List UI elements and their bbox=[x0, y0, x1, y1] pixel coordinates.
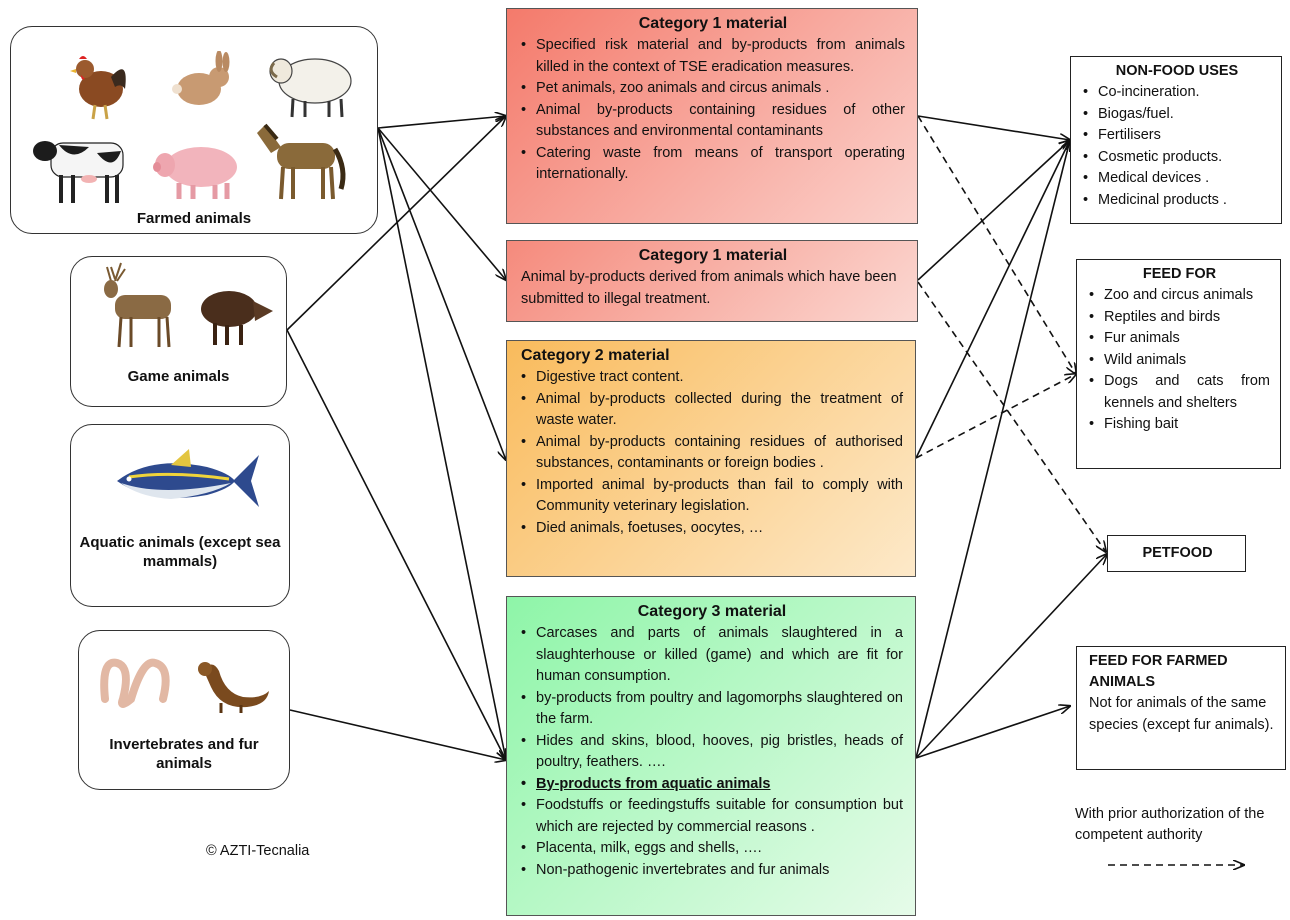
category-1-box-b: Category 1 material Animal by-products d… bbox=[506, 240, 918, 322]
arrow-invert-cat3 bbox=[289, 709, 506, 760]
category-1-list-a: Specified risk material and by-products … bbox=[521, 35, 905, 186]
list-item: Animal by-products collected during the … bbox=[521, 389, 903, 432]
aquatic-animals-label: Aquatic animals (except sea mammals) bbox=[79, 534, 281, 570]
category-1-text-b: Animal by-products derived from animals … bbox=[521, 269, 897, 307]
deer-icon bbox=[104, 262, 171, 348]
list-item: Biogas/fuel. bbox=[1083, 104, 1271, 126]
list-item: Digestive tract content. bbox=[521, 367, 903, 389]
category-1-title-b: Category 1 material bbox=[638, 247, 788, 264]
arrow-farmed-cat1b bbox=[377, 127, 506, 280]
legend-text: With prior authorization of the competen… bbox=[1075, 806, 1265, 843]
arrow-game-cat3 bbox=[286, 329, 506, 760]
category-3-title: Category 3 material bbox=[637, 603, 787, 620]
invertebrates-fur-box: Invertebrates and fur animals bbox=[78, 630, 290, 790]
list-item: Fishing bait bbox=[1089, 414, 1270, 436]
list-item: by-products from poultry and lagomorphs … bbox=[521, 688, 903, 731]
non-food-uses-title: NON-FOOD USES bbox=[1115, 63, 1239, 79]
feed-farmed-animals-title: FEED FOR FARMED ANIMALS bbox=[1089, 653, 1228, 690]
dashed-cat2-feedfor bbox=[915, 374, 1076, 459]
non-food-uses-box: NON-FOOD USES Co-incineration. Biogas/fu… bbox=[1070, 56, 1282, 224]
feed-for-list: Zoo and circus animals Reptiles and bird… bbox=[1089, 285, 1270, 436]
pig-icon bbox=[153, 147, 237, 199]
list-item: Pet animals, zoo animals and circus anim… bbox=[521, 78, 905, 100]
arrow-game-cat1a bbox=[286, 116, 506, 331]
list-item: Co-incineration. bbox=[1083, 82, 1271, 104]
dashed-cat1a-feedfor bbox=[917, 115, 1076, 374]
chicken-icon bbox=[70, 56, 126, 120]
invertebrates-fur-label: Invertebrates and fur animals bbox=[109, 736, 259, 772]
feed-for-box: FEED FOR Zoo and circus animals Reptiles… bbox=[1076, 259, 1281, 469]
category-1-title-a: Category 1 material bbox=[638, 15, 788, 32]
feed-farmed-animals-box: FEED FOR FARMED ANIMALS Not for animals … bbox=[1076, 646, 1286, 770]
list-item: Zoo and circus animals bbox=[1089, 285, 1270, 307]
boar-icon bbox=[201, 291, 273, 345]
arrow-cat1b-nonfood bbox=[917, 140, 1070, 281]
copyright-text: © AZTI-Tecnalia bbox=[206, 843, 310, 859]
list-item: Medicinal products . bbox=[1083, 190, 1271, 212]
category-3-box: Category 3 material Carcases and parts o… bbox=[506, 596, 916, 916]
arrow-farmed-cat2 bbox=[377, 127, 506, 460]
list-item: Fertilisers bbox=[1083, 125, 1271, 147]
list-item: Specified risk material and by-products … bbox=[521, 35, 905, 78]
aquatic-animals-box: Aquatic animals (except sea mammals) bbox=[70, 424, 290, 607]
list-item: Catering waste from means of transport o… bbox=[521, 143, 905, 186]
list-item: Imported animal by-products than fail to… bbox=[521, 475, 903, 518]
arrow-farmed-cat1a bbox=[377, 116, 506, 129]
tuna-icon bbox=[117, 449, 259, 507]
category-1-box-a: Category 1 material Specified risk mater… bbox=[506, 8, 918, 224]
arrow-cat3-petfood bbox=[915, 554, 1107, 759]
feed-farmed-animals-text: Not for animals of the same species (exc… bbox=[1089, 695, 1274, 733]
arrow-cat2-nonfood bbox=[915, 140, 1070, 459]
list-item: Died animals, foetuses, oocytes, … bbox=[521, 518, 903, 540]
cow-icon bbox=[33, 141, 124, 203]
list-item: Wild animals bbox=[1089, 350, 1270, 372]
arrow-cat3-nonfood bbox=[915, 140, 1070, 759]
list-item: Non-pathogenic invertebrates and fur ani… bbox=[521, 860, 903, 882]
game-animals-box: Game animals bbox=[70, 256, 287, 407]
category-3-list: Carcases and parts of animals slaughtere… bbox=[521, 623, 903, 881]
list-item: Carcases and parts of animals slaughtere… bbox=[521, 623, 903, 688]
horse-icon bbox=[257, 123, 346, 200]
rabbit-icon bbox=[172, 51, 230, 105]
list-item: Foodstuffs or feedingstuffs suitable for… bbox=[521, 795, 903, 838]
dashed-cat1b-petfood bbox=[917, 281, 1106, 552]
list-item: Dogs and cats from kennels and shelters bbox=[1089, 371, 1270, 414]
worm-icon bbox=[100, 658, 170, 708]
list-item-aquatic-by-products: By-products from aquatic animals bbox=[521, 774, 903, 796]
category-2-list: Digestive tract content. Animal by-produ… bbox=[521, 367, 903, 539]
petfood-box: PETFOOD bbox=[1107, 535, 1246, 572]
weasel-icon bbox=[198, 662, 269, 713]
category-2-box: Category 2 material Digestive tract cont… bbox=[506, 340, 916, 577]
petfood-title: PETFOOD bbox=[1142, 545, 1213, 561]
list-item: Fur animals bbox=[1089, 328, 1270, 350]
game-animals-label: Game animals bbox=[127, 368, 230, 385]
list-item: Medical devices . bbox=[1083, 168, 1271, 190]
list-item: Hides and skins, blood, hooves, pig bris… bbox=[521, 731, 903, 774]
list-item: Animal by-products containing residues o… bbox=[521, 432, 903, 475]
feed-for-title: FEED FOR bbox=[1142, 266, 1217, 282]
arrow-farmed-cat3 bbox=[377, 127, 506, 760]
non-food-uses-list: Co-incineration. Biogas/fuel. Fertiliser… bbox=[1083, 82, 1271, 211]
farmed-animals-box: Farmed animals bbox=[10, 26, 378, 234]
list-item: Cosmetic products. bbox=[1083, 147, 1271, 169]
list-item: Reptiles and birds bbox=[1089, 307, 1270, 329]
arrow-cat3-farmedfeed bbox=[915, 706, 1070, 759]
category-2-title: Category 2 material bbox=[521, 347, 670, 364]
farmed-animals-label: Farmed animals bbox=[136, 210, 252, 227]
sheep-icon bbox=[269, 58, 352, 118]
list-item: Placenta, milk, eggs and shells, …. bbox=[521, 838, 903, 860]
list-item: Animal by-products containing residues o… bbox=[521, 100, 905, 143]
arrow-cat1a-nonfood bbox=[917, 115, 1070, 140]
